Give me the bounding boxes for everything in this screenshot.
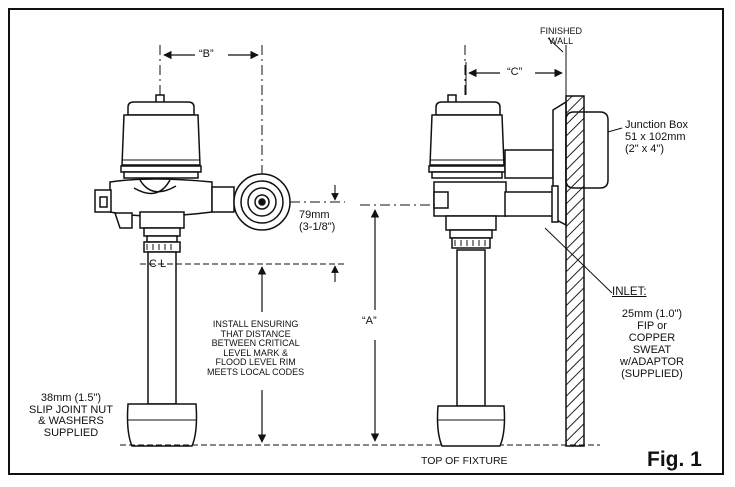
- dim-b-label: “B”: [199, 48, 214, 60]
- top-of-fixture-label: TOP OF FIXTURE: [421, 455, 508, 467]
- finished-wall-label: FINISHED WALL: [540, 26, 583, 46]
- centerline-label: C L: [149, 258, 167, 270]
- dim-c-label: “C”: [507, 66, 523, 78]
- dim-a-line: [360, 204, 435, 442]
- finished-wall: [565, 45, 585, 447]
- offset-79-label: 79mm (3-1/8"): [299, 209, 336, 233]
- slip-joint-label: 38mm (1.5") SLIP JOINT NUT & WASHERS SUP…: [29, 392, 113, 439]
- install-note: INSTALL ENSURING THAT DISTANCE BETWEEN C…: [207, 319, 305, 377]
- dim-a-label: “A”: [362, 315, 377, 327]
- side-view: [428, 45, 567, 447]
- figure-label: Fig. 1: [647, 448, 702, 471]
- front-view: [94, 45, 291, 447]
- dim-c-line: [465, 37, 564, 95]
- inlet-title: INLET:: [612, 286, 647, 298]
- figure-border: [8, 8, 724, 475]
- inlet-spec: 25mm (1.0") FIP or COPPER SWEAT w/ADAPTO…: [620, 308, 684, 380]
- dim-79-lines: [140, 185, 345, 282]
- junction-box-label: Junction Box 51 x 102mm (2" x 4"): [625, 119, 688, 155]
- leader-lines: [544, 127, 623, 294]
